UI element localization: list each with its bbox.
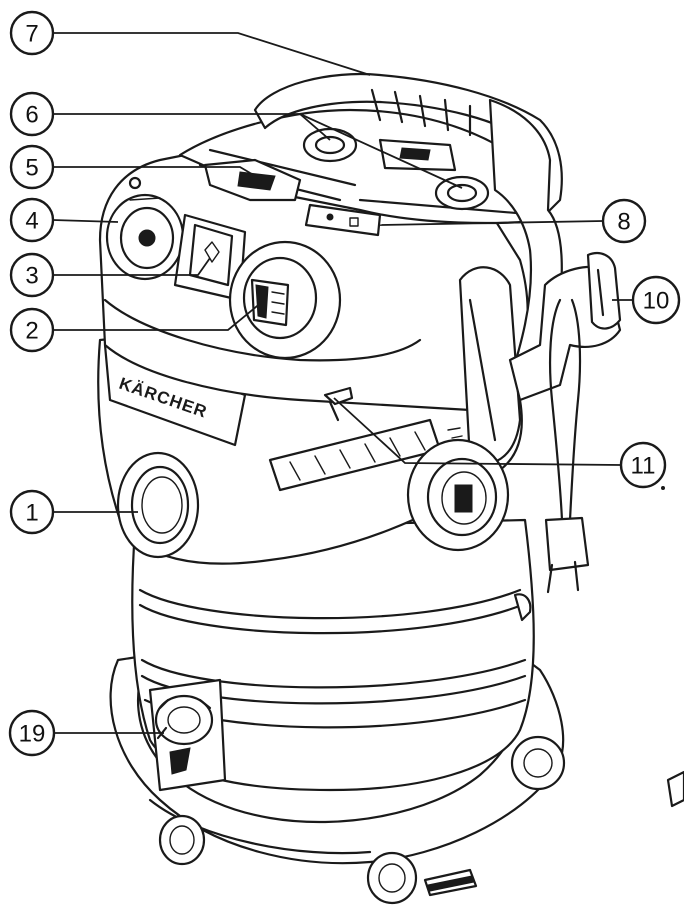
- svg-text:11: 11: [631, 453, 656, 480]
- callout-10: 10: [631, 275, 681, 325]
- side-arm: [458, 266, 522, 465]
- front-right-wheel: [366, 851, 418, 905]
- leader-lines: [52, 32, 632, 734]
- callouts: 7 6 5 4 3 2 8 10: [8, 10, 681, 757]
- vacuum-illustration: KÄRCHER: [97, 73, 684, 905]
- callout-5: 5: [9, 144, 55, 190]
- filter-lock: [406, 427, 510, 552]
- svg-text:5: 5: [25, 155, 38, 182]
- filter-cleaning-button: [228, 240, 342, 360]
- cable-hook: [508, 251, 622, 402]
- leader-11: [333, 397, 622, 466]
- suction-inlet: [116, 451, 200, 559]
- leader-6b: [299, 113, 463, 189]
- svg-text:4: 4: [25, 208, 38, 235]
- wheel-base: [109, 653, 684, 905]
- power-cable: [544, 298, 665, 594]
- callout-2: 2: [9, 307, 55, 353]
- callout-11: 11: [619, 441, 667, 489]
- top-deck: [178, 108, 547, 237]
- callout-3: 3: [9, 252, 55, 298]
- callout-1: 1: [9, 489, 55, 535]
- callout-6: 6: [9, 91, 55, 137]
- rear-right-wheel: [510, 735, 566, 791]
- leader-4: [52, 219, 119, 223]
- front-left-wheel: [158, 814, 206, 866]
- leader-2: [53, 301, 263, 331]
- leader-5: [53, 166, 263, 181]
- svg-text:1: 1: [25, 500, 38, 527]
- callout-7: 7: [9, 10, 55, 56]
- svg-text:6: 6: [25, 102, 38, 129]
- callout-4: 4: [9, 197, 55, 243]
- svg-text:10: 10: [643, 288, 670, 315]
- mains-plug: [544, 516, 590, 572]
- svg-text:2: 2: [25, 318, 38, 345]
- svg-text:7: 7: [25, 21, 38, 48]
- callout-19: 19: [8, 709, 56, 757]
- svg-text:3: 3: [25, 263, 38, 290]
- accessory-holder-right: [434, 175, 490, 211]
- leader-8: [379, 220, 604, 226]
- drain-plug: [154, 694, 214, 775]
- leader-3: [53, 257, 211, 276]
- svg-text:19: 19: [19, 721, 46, 748]
- leader-7: [53, 32, 371, 76]
- accessory-holder-left: [302, 127, 358, 163]
- svg-text:8: 8: [617, 209, 630, 236]
- callout-8: 8: [601, 198, 647, 244]
